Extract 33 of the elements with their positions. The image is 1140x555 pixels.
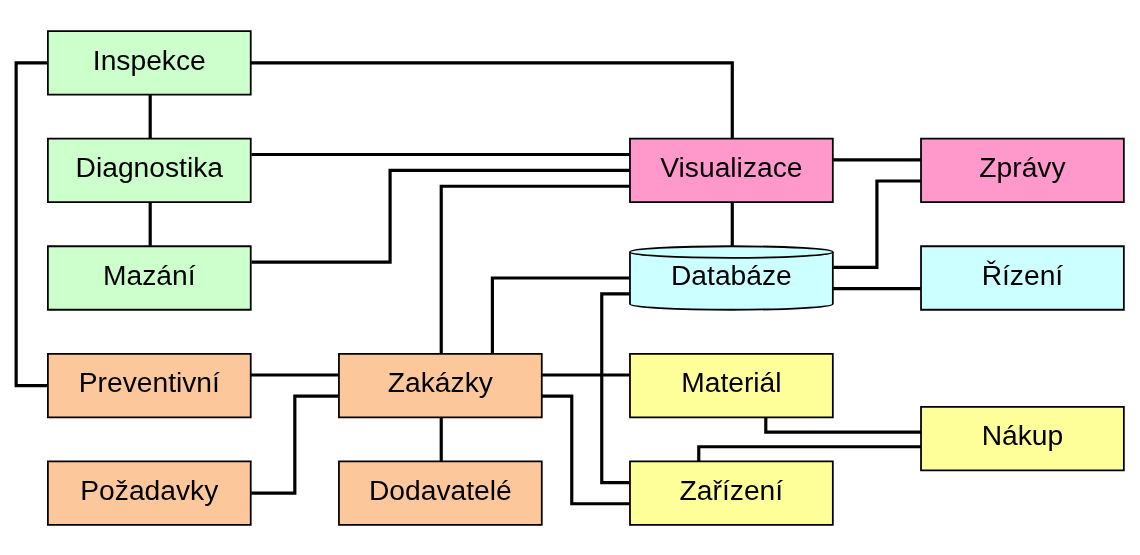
node-box: Zařízení: [629, 460, 834, 526]
connector: [697, 444, 921, 461]
connector: [600, 291, 630, 484]
connector: [251, 168, 630, 264]
connector: [14, 60, 48, 387]
node-box: Visualizace: [629, 137, 834, 203]
connector: [730, 202, 734, 246]
node-box: Nákup: [920, 405, 1125, 471]
node-box: Materiál: [629, 352, 834, 418]
connector: [541, 394, 630, 505]
node-box: Dodavatelé: [338, 460, 543, 526]
node-box: Inspekce: [47, 29, 252, 95]
node-box: Zprávy: [920, 137, 1125, 203]
connector: [764, 416, 921, 434]
connector: [250, 60, 734, 138]
connector: [251, 394, 339, 495]
connector: [251, 152, 630, 156]
connector: [490, 275, 630, 353]
connector: [439, 184, 630, 354]
connector: [148, 202, 152, 246]
connector: [833, 178, 921, 269]
connector: [833, 157, 921, 161]
connector: [148, 94, 152, 138]
node-box: Diagnostika: [47, 137, 252, 203]
connector: [439, 417, 443, 461]
connector: [251, 372, 339, 377]
connector: [833, 286, 921, 290]
node-box: Mazání: [47, 244, 252, 311]
node-box: Požadavky: [47, 460, 252, 526]
node-box: Řízení: [920, 244, 1125, 311]
node-box: Zakázky: [338, 352, 543, 418]
connector: [542, 372, 630, 377]
node-box: Preventivní: [47, 352, 252, 418]
